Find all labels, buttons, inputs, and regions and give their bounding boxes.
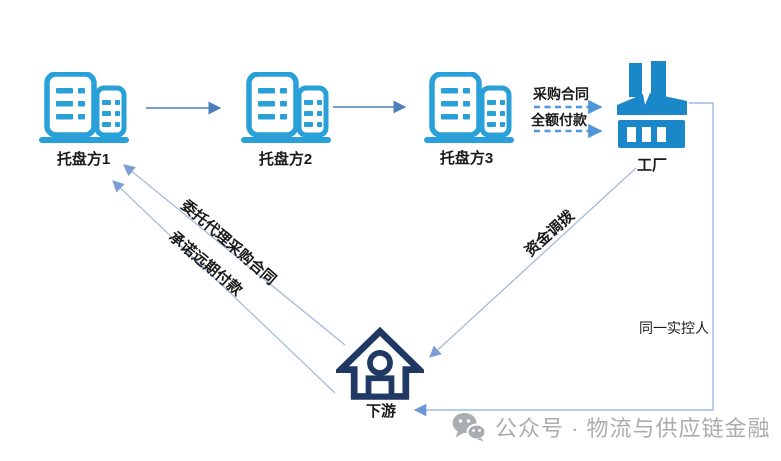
factory-icon (617, 61, 687, 148)
edge-label-same-controller: 同一实控人 (639, 320, 709, 336)
building-icon (38, 72, 130, 144)
arrow-forward-payment (112, 180, 336, 394)
edge-label-full-payment: 全额付款 (531, 112, 587, 128)
arrow-entrusted-contract (123, 164, 346, 346)
node-label-downstream: 下游 (365, 403, 396, 420)
node-label-party1: 托盘方1 (56, 151, 111, 168)
house-icon (336, 326, 424, 400)
wechat-icon (452, 413, 486, 442)
node-label-party3: 托盘方3 (439, 150, 494, 167)
edge-label-purchase-contract: 采购合同 (533, 86, 589, 102)
watermark: 公众号 · 物流与供应链金融 (452, 411, 771, 443)
building-icon (240, 72, 332, 144)
watermark-text: 公众号 · 物流与供应链金融 (495, 416, 771, 441)
building-icon (423, 72, 515, 144)
arrow-fund-allocation (429, 167, 637, 358)
node-label-party2: 托盘方2 (258, 151, 313, 168)
arrow-same-controller (413, 102, 714, 417)
node-label-factory: 工厂 (636, 157, 667, 174)
